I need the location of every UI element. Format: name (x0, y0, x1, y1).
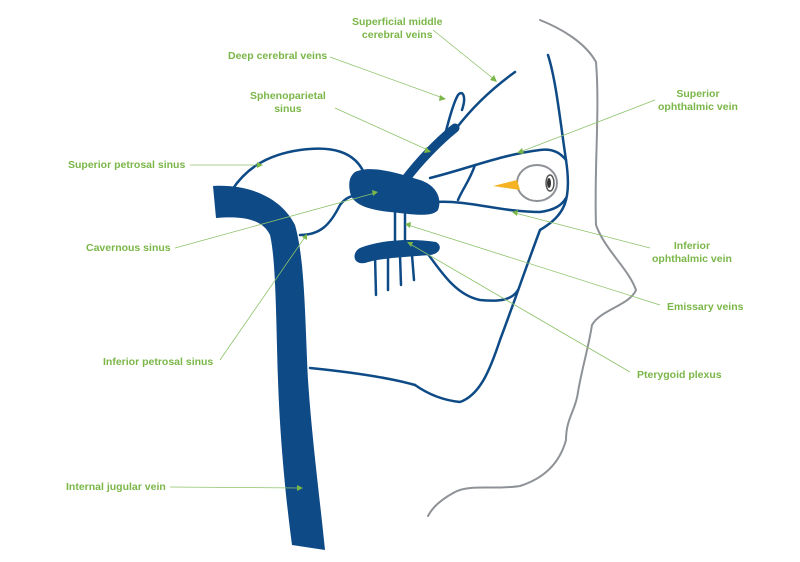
cavernous-sinus (349, 169, 440, 215)
label-sphenoparietal-sinus: Sphenoparietal sinus (250, 90, 326, 116)
label-line: Superficial middle (352, 16, 443, 28)
superior-ophthalmic-vein (428, 148, 568, 180)
label-cavernous-sinus: Cavernous sinus (86, 242, 171, 254)
nose-marker (493, 180, 520, 190)
label-line: sinus (274, 103, 302, 115)
pterygoid-branch-1 (373, 253, 378, 297)
label-pterygoid-plexus: Pterygoid plexus (637, 369, 722, 381)
inferior-petrosal-sinus (298, 193, 362, 237)
iris-icon (547, 178, 551, 188)
label-line: ophthalmic vein (658, 101, 738, 113)
internal-jugular-vein (213, 185, 325, 550)
pterygoid-branch-3 (398, 253, 403, 287)
leader-lines (169, 29, 661, 491)
face-profile-outline (427, 19, 638, 517)
facial-vein (413, 53, 570, 404)
label-deep-cerebral-veins: Deep cerebral veins (228, 50, 328, 62)
pterygoid-branch-4 (410, 253, 416, 282)
label-superior-petrosal-sinus: Superior petrosal sinus (68, 159, 186, 171)
label-line: Superior (676, 88, 720, 100)
inferior-ophthalmic-vein (433, 196, 568, 214)
label-line: cerebral veins (361, 29, 433, 41)
label-line: ophthalmic vein (652, 253, 732, 265)
label-superficial-middle-cerebral-veins: Superficial middle cerebral veins (352, 16, 442, 42)
label-line: Sphenoparietal (250, 90, 326, 102)
label-inferior-ophthalmic-vein: Inferior ophthalmic vein (652, 240, 732, 266)
label-internal-jugular-vein: Internal jugular vein (66, 481, 166, 493)
label-superior-ophthalmic-vein: Superior ophthalmic vein (658, 88, 738, 114)
pterygoid-to-facial (423, 248, 520, 302)
ophthalmic-connector (456, 163, 477, 202)
pterygoid-plexus (354, 240, 440, 264)
superficial-middle-cerebral-vein (453, 70, 517, 132)
retromandibular-vein (308, 366, 417, 387)
label-line: Inferior (673, 240, 711, 252)
deep-cerebral-vein (443, 91, 466, 137)
label-inferior-petrosal-sinus: Inferior petrosal sinus (103, 356, 214, 368)
superior-petrosal-sinus (230, 147, 367, 192)
label-emissary-veins: Emissary veins (667, 301, 744, 313)
